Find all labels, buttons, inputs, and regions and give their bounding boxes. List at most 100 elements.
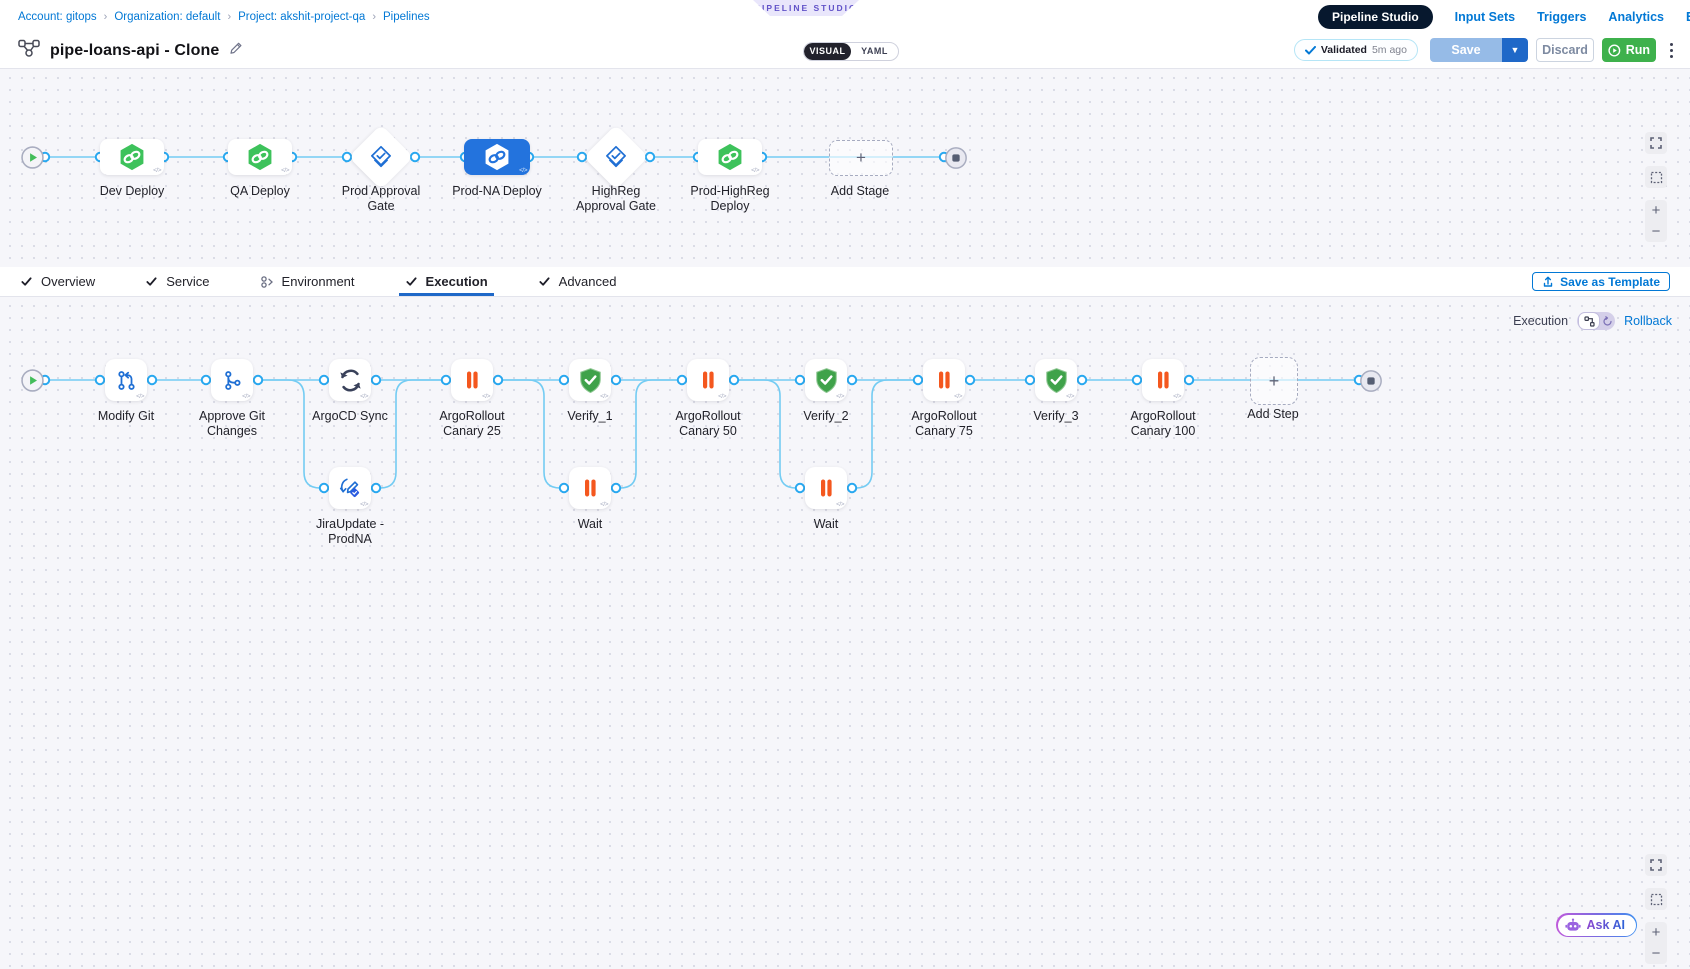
toggle-visual[interactable]: VISUAL bbox=[804, 43, 851, 60]
gitops-deploy-icon bbox=[246, 143, 274, 171]
code-badge-icon: </> bbox=[751, 167, 759, 174]
pause-icon bbox=[695, 367, 721, 393]
code-badge-icon: </> bbox=[836, 393, 844, 400]
step-node-wait-parallel[interactable]: </> bbox=[805, 467, 847, 509]
validated-time: 5m ago bbox=[1371, 44, 1407, 56]
step-node-jiraupdate-prodna-parallel[interactable]: </> bbox=[329, 467, 371, 509]
stage-start-node bbox=[21, 146, 44, 174]
stage-tabs: Overview Service Environment Execution Advan… bbox=[18, 267, 618, 296]
nav-link-triggers[interactable]: Triggers bbox=[1537, 9, 1587, 24]
gitops-deploy-icon bbox=[483, 143, 511, 171]
stage-label: HighReg Approval Gate bbox=[576, 184, 656, 213]
add-step-button[interactable]: + bbox=[1250, 357, 1298, 405]
step-node-argorollout-canary-75[interactable]: </> bbox=[923, 359, 965, 401]
stage-node-highreg-approval-gate[interactable] bbox=[583, 124, 649, 190]
expand-icon[interactable] bbox=[1645, 132, 1667, 154]
breadcrumb-link-account-gitops[interactable]: Account: gitops bbox=[18, 10, 97, 23]
tab-service[interactable]: Service bbox=[143, 267, 211, 296]
fit-view-icon[interactable] bbox=[1645, 166, 1667, 188]
ask-ai-button[interactable]: Ask AI bbox=[1556, 913, 1638, 937]
zoom-out-icon[interactable]: − bbox=[1651, 223, 1661, 240]
stage-label: Prod Approval Gate bbox=[341, 184, 421, 213]
code-badge-icon: </> bbox=[600, 393, 608, 400]
code-badge-icon: </> bbox=[1066, 393, 1074, 400]
execution-mode-knob bbox=[1578, 312, 1601, 330]
rollback-link[interactable]: Rollback bbox=[1624, 314, 1672, 328]
step-label: ArgoRollout Canary 50 bbox=[675, 409, 741, 438]
top-nav-links: Pipeline Studio Input Sets Triggers Analyti… bbox=[1318, 0, 1690, 33]
step-label: ArgoRollout Canary 25 bbox=[439, 409, 505, 438]
stage-tab-bar: Overview Service Environment Execution Advan… bbox=[0, 267, 1690, 297]
stage-node-prod-highreg-deploy[interactable]: </> bbox=[698, 139, 762, 175]
breadcrumb: Account: gitops › Organization: default › Pr… bbox=[18, 0, 430, 33]
zoom-in-icon[interactable]: + bbox=[1651, 202, 1661, 219]
step-node-verify-2[interactable]: </> bbox=[805, 359, 847, 401]
tab-environment[interactable]: Environment bbox=[258, 267, 357, 296]
code-badge-icon: </> bbox=[360, 393, 368, 400]
pipeline-studio-badge: PIPELINE STUDIO bbox=[753, 0, 859, 16]
step-node-verify-3[interactable]: </> bbox=[1035, 359, 1077, 401]
save-as-template-button[interactable]: Save as Template bbox=[1532, 272, 1670, 291]
tab-execution[interactable]: Execution bbox=[398, 267, 494, 296]
code-badge-icon: </> bbox=[600, 501, 608, 508]
visual-yaml-toggle: VISUAL YAML bbox=[803, 42, 899, 61]
nav-link-analytics[interactable]: Analytics bbox=[1608, 9, 1665, 24]
nav-link-input-sets[interactable]: Input Sets bbox=[1454, 9, 1516, 24]
breadcrumb-link-project-akshit-project-qa[interactable]: Project: akshit-project-qa bbox=[238, 10, 366, 23]
step-node-argocd-sync[interactable]: </> bbox=[329, 359, 371, 401]
code-badge-icon: </> bbox=[954, 393, 962, 400]
edit-title-icon[interactable] bbox=[229, 41, 243, 60]
discard-button[interactable]: Discard bbox=[1536, 38, 1594, 62]
check-icon bbox=[405, 275, 418, 288]
stage-node-dev-deploy[interactable]: </> bbox=[100, 139, 164, 175]
step-node-argorollout-canary-25[interactable]: </> bbox=[451, 359, 493, 401]
nav-link-execution-history[interactable]: Execution History bbox=[1686, 10, 1690, 24]
breadcrumb-link-organization-default[interactable]: Organization: default bbox=[114, 10, 221, 23]
more-options-kebab-icon[interactable] bbox=[1664, 38, 1678, 62]
stage-node-prod-approval-gate[interactable] bbox=[348, 124, 414, 190]
stage-node-prod-na-deploy[interactable]: </> bbox=[464, 139, 530, 175]
save-options-caret[interactable]: ▼ bbox=[1502, 38, 1528, 62]
sync-icon bbox=[337, 367, 364, 394]
step-node-approve-git-changes[interactable]: </> bbox=[211, 359, 253, 401]
breadcrumb-link-pipelines[interactable]: Pipelines bbox=[382, 10, 430, 23]
save-button[interactable]: Save bbox=[1430, 38, 1502, 62]
add-stage-button[interactable]: + bbox=[829, 140, 893, 176]
tab-advanced[interactable]: Advanced bbox=[536, 267, 619, 296]
validated-chip: Validated 5m ago bbox=[1293, 39, 1418, 61]
step-node-argorollout-canary-50[interactable]: </> bbox=[687, 359, 729, 401]
step-node-wait-parallel[interactable]: </> bbox=[569, 467, 611, 509]
check-icon bbox=[20, 275, 33, 288]
stage-node-qa-deploy[interactable]: </> bbox=[228, 139, 292, 175]
execution-canvas[interactable]: Execution Rollback Ask AI bbox=[0, 296, 1690, 969]
step-node-argorollout-canary-100[interactable]: </> bbox=[1142, 359, 1184, 401]
step-node-verify-1[interactable]: </> bbox=[569, 359, 611, 401]
stage-label: Prod-HighReg Deploy bbox=[690, 184, 770, 213]
breadcrumb-separator-icon: › bbox=[103, 10, 108, 23]
step-label: Approve Git Changes bbox=[198, 409, 265, 438]
expand-icon[interactable] bbox=[1645, 854, 1667, 876]
fit-view-icon[interactable] bbox=[1645, 888, 1667, 910]
zoom-in-icon[interactable]: + bbox=[1651, 924, 1661, 941]
zoom-out-icon[interactable]: − bbox=[1651, 945, 1661, 962]
execution-end-node bbox=[1360, 370, 1382, 397]
execution-rollback-toggle[interactable] bbox=[1577, 312, 1616, 330]
add-stage-label: Add Stage bbox=[830, 184, 890, 198]
validated-label: Validated bbox=[1320, 44, 1367, 56]
jira-update-icon bbox=[337, 475, 364, 502]
toggle-yaml[interactable]: YAML bbox=[861, 46, 888, 56]
title-group: pipe-loans-api - Clone bbox=[18, 33, 243, 68]
step-node-modify-git[interactable]: </> bbox=[105, 359, 147, 401]
stage-canvas[interactable]: </>Dev Deploy </>QA Deploy Prod Approval… bbox=[0, 68, 1690, 267]
check-icon bbox=[1304, 45, 1316, 54]
run-button[interactable]: Run bbox=[1602, 38, 1656, 62]
template-upload-icon bbox=[1543, 276, 1553, 287]
check-icon bbox=[145, 275, 158, 288]
pause-icon bbox=[931, 367, 957, 393]
pause-icon bbox=[577, 475, 603, 501]
run-play-icon bbox=[1608, 44, 1621, 56]
breadcrumb-separator-icon: › bbox=[372, 10, 376, 23]
tab-overview[interactable]: Overview bbox=[18, 267, 97, 296]
nav-link-pipeline-studio[interactable]: Pipeline Studio bbox=[1318, 4, 1433, 29]
stage-label: Prod-NA Deploy bbox=[452, 184, 542, 198]
